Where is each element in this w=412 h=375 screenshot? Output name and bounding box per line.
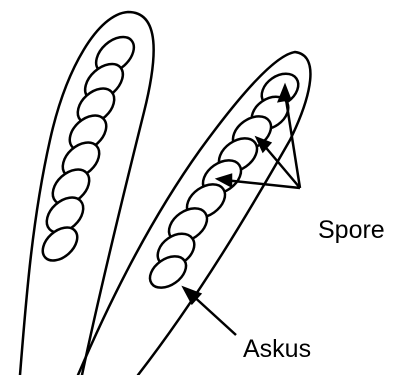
askus-pointer [184,288,236,335]
left-ascus-spores [36,30,140,267]
askus-label: Askus [243,335,311,363]
spore [36,221,83,267]
left-ascus-outline [20,12,154,375]
spore-label: Spore [318,216,385,244]
left-ascus [20,12,154,375]
